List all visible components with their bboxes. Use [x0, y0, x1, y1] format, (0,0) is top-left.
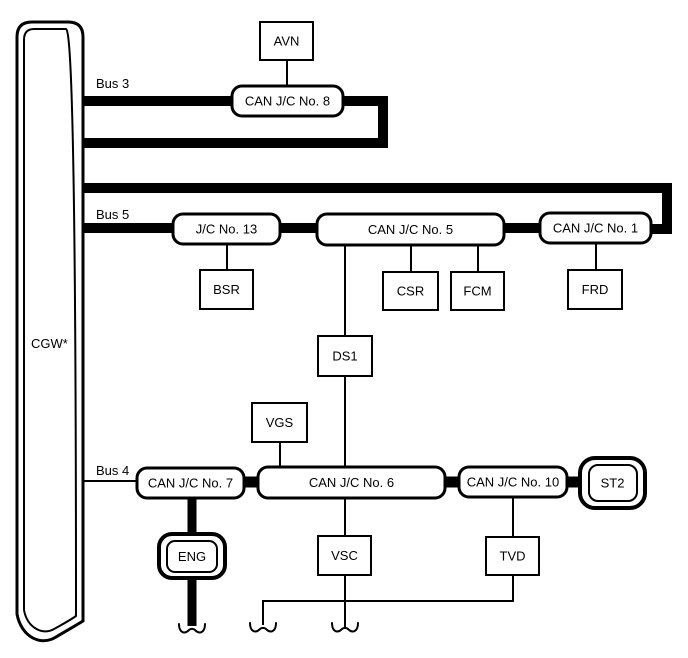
node-can-jc-10	[457, 465, 569, 499]
node-can-jc-6	[256, 465, 447, 500]
csr-label: CSR	[397, 284, 424, 299]
vgs-label: VGS	[266, 415, 294, 430]
node-st2-outer	[578, 456, 647, 510]
can-jc-8-label: CAN J/C No. 8	[245, 94, 330, 109]
vsc-line-break-squiggle	[331, 622, 359, 633]
ds1-label: DS1	[332, 349, 357, 364]
node-can-jc-1	[538, 211, 653, 245]
can-jc-7-label: CAN J/C No. 7	[148, 476, 233, 491]
st2-label: ST2	[601, 476, 625, 491]
node-eng-outer	[157, 532, 227, 580]
node-avn	[259, 21, 314, 61]
can-jc-5-label: CAN J/C No. 5	[368, 222, 453, 237]
node-can-jc-8	[230, 84, 345, 118]
can-jc-6-label: CAN J/C No. 6	[309, 475, 394, 490]
bus3-label: Bus 3	[96, 76, 129, 91]
bus3-return-loop-line	[80, 96, 388, 148]
node-can-jc-7	[135, 466, 246, 500]
bus4-label: Bus 4	[96, 463, 129, 478]
fcm-label: FCM	[463, 284, 491, 299]
jc-13-label: J/C No. 13	[196, 222, 257, 237]
node-eng-inner	[166, 540, 218, 573]
node-fcm	[450, 271, 505, 311]
node-frd	[567, 269, 623, 310]
frd-label: FRD	[582, 282, 609, 297]
vsc-label: VSC	[331, 548, 358, 563]
node-vsc	[317, 535, 372, 576]
gateway-pillar-bottom-break	[15, 612, 85, 643]
can-jc-1-label: CAN J/C No. 1	[553, 221, 638, 236]
tvd-line-break-squiggle	[249, 622, 277, 633]
gateway-pillar-outline	[15, 20, 85, 621]
node-can-jc-5	[315, 212, 506, 247]
gateway-pillar-inner-line	[23, 28, 77, 617]
node-vgs	[251, 402, 308, 443]
node-st2-inner	[588, 464, 638, 502]
can-jc-10-label: CAN J/C No. 10	[467, 475, 559, 490]
bus5-label: Bus 5	[96, 207, 129, 222]
bsr-label: BSR	[213, 282, 240, 297]
tvd-continuation-line	[262, 574, 514, 625]
eng-line-break-squiggle	[178, 623, 206, 634]
node-tvd	[485, 536, 540, 576]
node-ds1	[317, 335, 373, 377]
tvd-label: TVD	[500, 549, 526, 564]
avn-label: AVN	[274, 34, 300, 49]
gateway-pillar-inner-bottom-break	[23, 609, 77, 633]
node-csr	[382, 271, 439, 311]
eng-label: ENG	[178, 549, 206, 564]
bus5-upper-loop-line	[80, 183, 672, 234]
node-bsr	[199, 269, 254, 310]
gateway-label: CGW*	[31, 336, 68, 351]
node-jc-13	[171, 212, 282, 246]
